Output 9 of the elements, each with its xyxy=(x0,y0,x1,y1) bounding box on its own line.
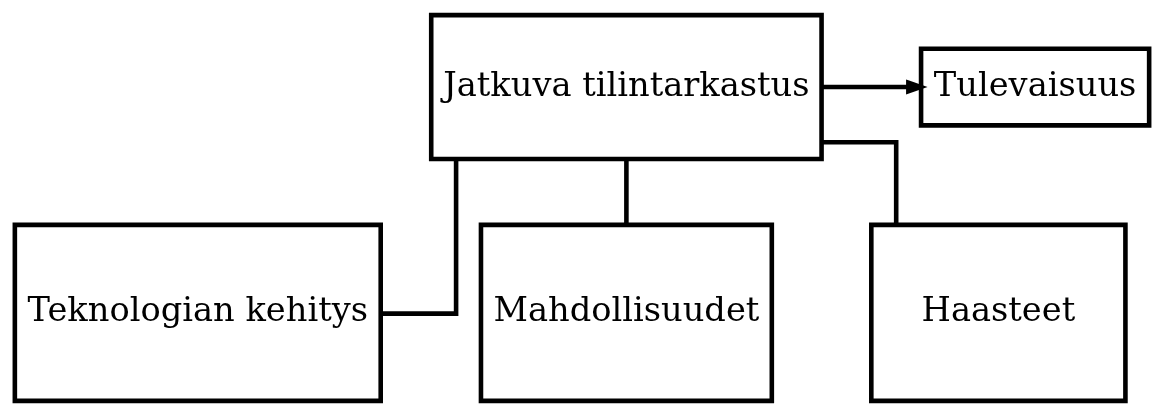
connector xyxy=(821,139,899,225)
connector xyxy=(624,159,629,225)
node-box: Teknologian kehitys xyxy=(12,222,383,404)
node-box: Tulevaisuus xyxy=(918,46,1152,128)
node-box: Haasteet xyxy=(869,222,1128,404)
node-box: Jatkuva tilintarkastus xyxy=(428,12,824,162)
node-box: Mahdollisuudet xyxy=(478,222,775,404)
connector xyxy=(381,159,459,316)
arrow xyxy=(821,79,928,95)
